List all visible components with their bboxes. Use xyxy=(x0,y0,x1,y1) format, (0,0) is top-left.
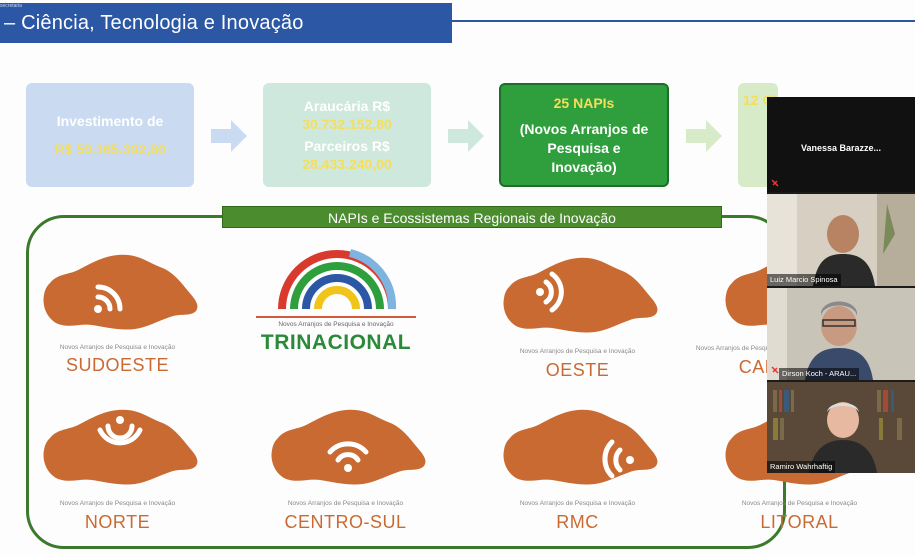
page-title: – Ciência, Tecnologia e Inovação xyxy=(4,12,304,34)
region-subtitle: Novos Arranjos de Pesquisa e Inovação xyxy=(695,345,812,352)
arrow-right-icon xyxy=(211,120,247,152)
wifi-corner-icon xyxy=(94,284,123,313)
region-name: LITORAL xyxy=(760,512,839,532)
napis-count: 25 NAPIs xyxy=(553,94,615,111)
arrow-right-icon xyxy=(686,120,722,152)
participant-name: Vanessa Barazze... xyxy=(800,143,882,153)
region-name: NORTE xyxy=(84,512,151,532)
trinacional-rule xyxy=(256,316,416,318)
region-norte: Novos Arranjos de Pesquisa e Inovação NO… xyxy=(30,398,205,538)
arrow-right-icon xyxy=(448,120,484,152)
parana-map-icon xyxy=(271,409,426,485)
title-bar: secretaria – Ciência, Tecnologia e Inova… xyxy=(0,3,452,43)
video-tile[interactable]: Dirson Koch - ARAU... xyxy=(767,288,915,380)
region-name: OESTE xyxy=(545,360,610,380)
investment-value: R$ 59.165.392,80 xyxy=(54,141,166,157)
region-oeste: Novos Arranjos de Pesquisa e Inovação OE… xyxy=(490,246,665,386)
participant-name: Luiz Marcio Spinosa xyxy=(767,274,841,286)
region-centro-sul: Novos Arranjos de Pesquisa e Inovação CE… xyxy=(258,398,433,538)
video-tile[interactable]: Vanessa Barazze... xyxy=(767,97,915,192)
parceiros-label: Parceiros R$ xyxy=(304,138,390,154)
participant-name: Dirson Koch - ARAU... xyxy=(779,368,860,380)
region-subtitle: Novos Arranjos de Pesquisa e Inovação xyxy=(519,500,636,507)
participant-video xyxy=(767,288,915,380)
region-litoral: Novos Arranjos de Pesquisa e Inovação LI… xyxy=(712,398,887,538)
parceiros-value: 28.433.240,00 xyxy=(302,156,392,172)
mic-muted-icon xyxy=(771,366,779,374)
region-name: RMC xyxy=(556,512,599,532)
napis-box: 25 NAPIs (Novos Arranjos de Pesquisa e I… xyxy=(499,83,669,187)
participant-video xyxy=(767,194,915,286)
region-rmc: Novos Arranjos de Pesquisa e Inovação RM… xyxy=(490,398,665,538)
participant-name: Ramiro Wahrhaftig xyxy=(767,461,836,473)
wifi-right-icon xyxy=(602,439,634,479)
video-tile[interactable]: Ramiro Wahrhaftig xyxy=(767,382,915,473)
wifi-side-icon xyxy=(536,271,564,313)
mic-muted-icon xyxy=(771,179,779,187)
region-name: CENTRO-SUL xyxy=(284,512,407,532)
parana-map-icon xyxy=(503,257,658,333)
parana-map-icon xyxy=(503,409,658,485)
partners-box: Araucária R$ 30.732.152,80 Parceiros R$ … xyxy=(263,83,431,187)
regions-title: NAPIs e Ecossistemas Regionais de Inovaç… xyxy=(222,206,722,228)
wifi-top-icon xyxy=(97,416,143,446)
region-subtitle: Novos Arranjos de Pesquisa e Inovação xyxy=(741,500,858,507)
region-trinacional: Novos Arranjos de Pesquisa e Inovação TR… xyxy=(246,243,424,363)
title-tiny-text: secretaria xyxy=(0,3,22,9)
napis-desc-1: (Novos Arranjos de xyxy=(519,120,649,137)
region-subtitle: Novos Arranjos de Pesquisa e Inovação xyxy=(59,344,176,351)
investment-box: Investimento de R$ 59.165.392,80 xyxy=(26,83,194,187)
investment-label: Investimento de xyxy=(56,113,164,129)
trinacional-name: TRINACIONAL xyxy=(260,331,412,354)
video-participants-panel: Vanessa Barazze... Luiz Marcio Spinosa xyxy=(767,97,915,473)
parana-map-icon xyxy=(43,254,198,330)
araucaria-value: 30.732.152,80 xyxy=(302,116,392,132)
region-name: SUDOESTE xyxy=(65,355,170,375)
parana-map-icon xyxy=(43,409,198,485)
region-sudoeste: Novos Arranjos de Pesquisa e Inovação SU… xyxy=(30,243,205,383)
rainbow-logo-icon xyxy=(278,249,397,310)
title-underline xyxy=(452,20,915,22)
napis-desc-2: Pesquisa e xyxy=(547,139,621,156)
trinacional-subtitle: Novos Arranjos de Pesquisa e Inovação xyxy=(278,321,394,328)
region-subtitle: Novos Arranjos de Pesquisa e Inovação xyxy=(519,348,636,355)
region-subtitle: Novos Arranjos de Pesquisa e Inovação xyxy=(59,500,176,507)
video-tile[interactable]: Luiz Marcio Spinosa xyxy=(767,194,915,286)
napis-desc-3: Inovação) xyxy=(551,158,617,175)
wifi-bottom-icon xyxy=(327,441,369,472)
araucaria-label: Araucária R$ xyxy=(303,98,391,114)
region-subtitle: Novos Arranjos de Pesquisa e Inovação xyxy=(287,500,404,507)
participant-video xyxy=(767,382,915,473)
